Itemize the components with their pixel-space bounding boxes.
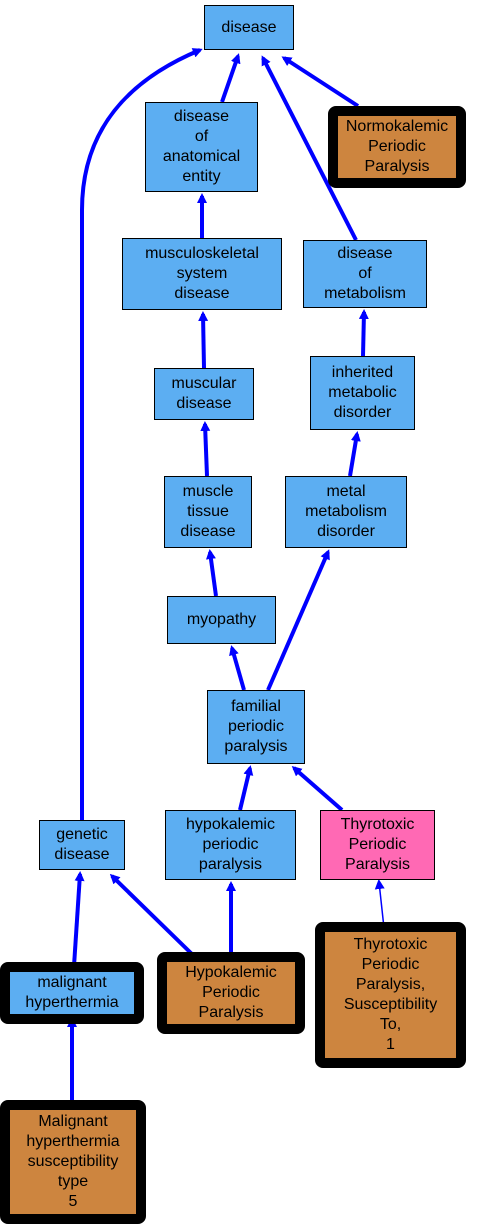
node-metal-metabolism-disorder[interactable]: metal metabolism disorder [285,476,407,548]
edge-malignant-to-genetic [72,871,85,967]
edge-thyrotoxic-to-familial [291,766,344,812]
edge-myopathy-to-muscletissue [205,549,218,597]
edge-genetic-to-disease [80,48,203,820]
edge-muscletissue-to-muscular [200,421,211,477]
edge-normokalemic-to-disease [281,56,360,108]
edge-metal-to-inherited [348,431,361,477]
node-musculoskeletal-system-disease[interactable]: musculoskeletal system disease [122,238,282,310]
node-hypokalemic-periodic-paralysis[interactable]: hypokalemic periodic paralysis [165,810,296,880]
node-thyrotoxic-periodic-paralysis-susceptibility-1[interactable]: Thyrotoxic Periodic Paralysis, Susceptib… [315,922,466,1068]
node-muscle-tissue-disease[interactable]: muscle tissue disease [164,476,252,548]
node-genetic-disease[interactable]: genetic disease [39,820,125,870]
node-malignant-hyperthermia[interactable]: malignant hyperthermia [0,962,144,1024]
edge-familial-to-myopathy [229,645,246,691]
node-normokalemic-periodic-paralysis[interactable]: Normokalemic Periodic Paralysis [328,106,466,188]
node-myopathy[interactable]: myopathy [167,596,276,644]
edge-hypokalemicPP-to-genetic [109,873,198,960]
edge-metabolism-to-disease [261,55,358,241]
node-disease-of-anatomical-entity[interactable]: disease of anatomical entity [145,102,258,192]
edge-familial-to-metal [266,549,330,691]
node-inherited-metabolic-disorder[interactable]: inherited metabolic disorder [310,356,415,430]
node-muscular-disease[interactable]: muscular disease [154,368,254,420]
node-thyrotoxic-periodic-paralysis[interactable]: Thyrotoxic Periodic Paralysis [320,810,435,880]
edge-hypokalemic-to-familial [238,765,254,811]
node-malignant-hyperthermia-susceptibility-type-5[interactable]: Malignant hyperthermia susceptibility ty… [0,1100,146,1224]
node-familial-periodic-paralysis[interactable]: familial periodic paralysis [207,690,305,764]
edge-inherited-to-metabolism [358,309,369,357]
node-disease[interactable]: disease [204,5,294,50]
node-hypokalemic-periodic-paralysis-upper[interactable]: Hypokalemic Periodic Paralysis [157,952,305,1034]
edge-anatomical-to-disease [220,53,241,103]
node-disease-of-metabolism[interactable]: disease of metabolism [303,240,427,308]
edge-muscular-to-musculoskeletal [198,311,209,369]
edge-thyrotoxicsusc-to-thyrotoxic [374,879,385,929]
